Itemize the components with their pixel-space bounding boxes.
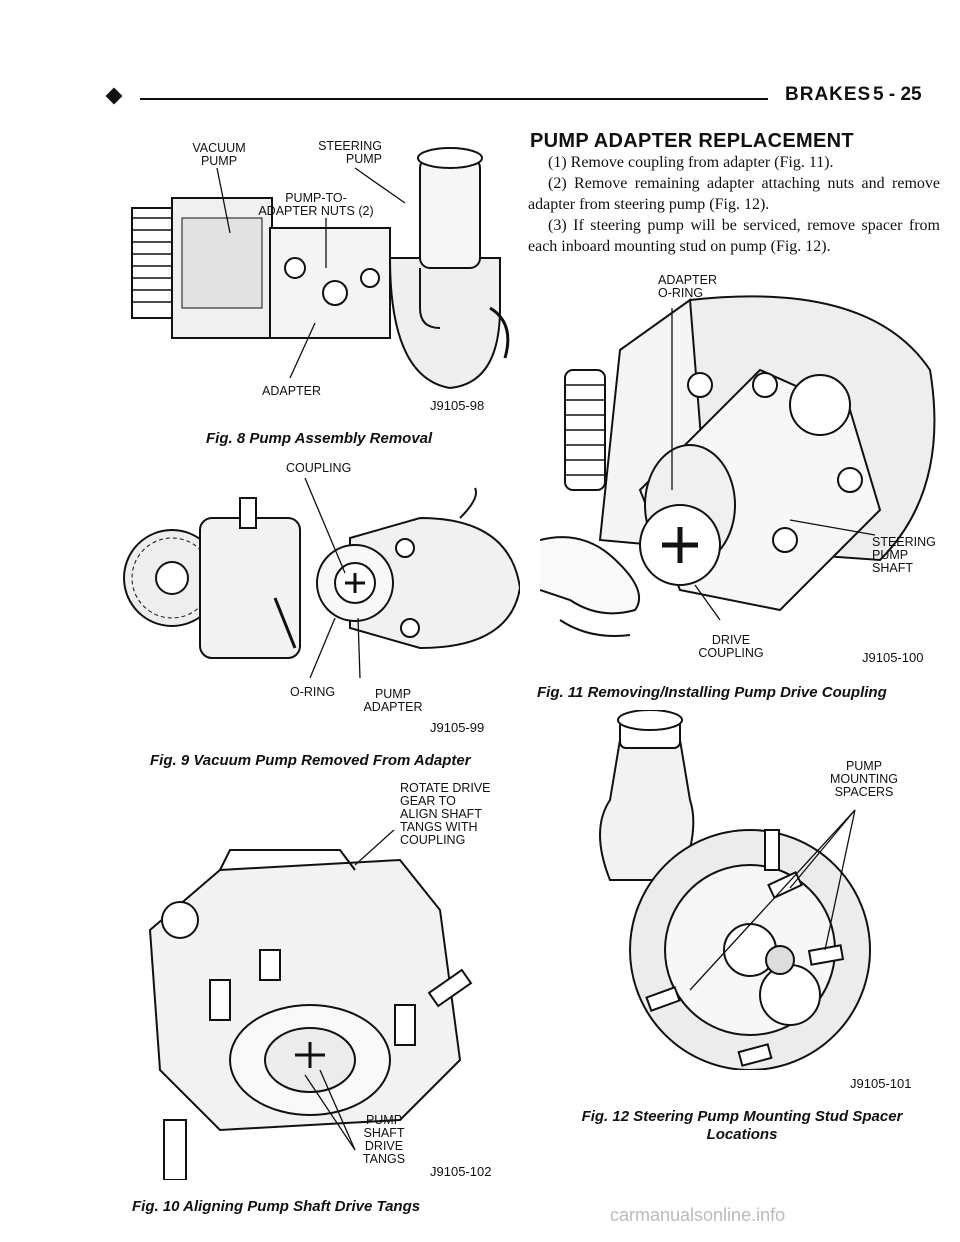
fig8-caption: Fig. 8 Pump Assembly Removal: [206, 430, 433, 447]
fig11-callout-drive-coupling: DRIVE COUPLING: [698, 633, 764, 660]
fig8-callout-steering-pump: STEERING PUMP: [318, 139, 382, 166]
step-1: (1) Remove coupling from adapter (Fig. 1…: [548, 154, 834, 171]
step-3: (3) If steering pump will be serviced, r…: [528, 217, 940, 255]
fig9-callout-o-ring: O-RING: [290, 685, 336, 699]
fig8-callout-pump-to-adapter-nuts: PUMP-TO-ADAPTER NUTS (2): [258, 191, 374, 218]
header-page-number: 5 - 25: [873, 84, 922, 105]
fig10-caption: Fig. 10 Aligning Pump Shaft Drive Tangs: [132, 1198, 421, 1215]
header-section-title: BRAKES: [785, 84, 872, 105]
fig9-code: J9105-99: [430, 720, 485, 735]
fig12-caption: Fig. 12 Steering Pump Mounting Stud Spac…: [581, 1108, 903, 1143]
fig10-callout-rotate-drive-gear: ROTATE DRIVE GEAR TO ALIGN SHAFT TANGS W…: [400, 781, 491, 847]
fig11-code: J9105-100: [862, 650, 924, 665]
fig10-illustration: [148, 830, 473, 1180]
fig10-callout-pump-shaft-drive-tangs: PUMP SHAFT DRIVE TANGS: [362, 1113, 406, 1166]
fig12-callout-pump-mounting-spacers: PUMP MOUNTING SPACERS: [829, 759, 899, 799]
fig11-callout-adapter-o-ring: ADAPTER O-RING: [658, 273, 718, 300]
fig8-callout-adapter: ADAPTER: [262, 384, 322, 398]
fig9-callout-pump-adapter: PUMP ADAPTER: [363, 687, 423, 714]
fig8-callout-vacuum-pump: VACUUM PUMP: [192, 141, 246, 168]
fig10-code: J9105-102: [430, 1164, 492, 1179]
fig8-code: J9105-98: [430, 398, 485, 413]
fig9-callout-coupling: COUPLING: [286, 461, 352, 475]
header-rule: [140, 98, 768, 100]
fig11-illustration: [540, 295, 936, 637]
fig9-caption: Fig. 9 Vacuum Pump Removed From Adapter: [150, 752, 471, 769]
header-diamond-icon: [105, 87, 123, 105]
fig11-callout-steering-pump-shaft: STEERING PUMP SHAFT: [872, 535, 936, 575]
section-title: PUMP ADAPTER REPLACEMENT: [530, 130, 854, 152]
fig12-code: J9105-101: [850, 1076, 912, 1091]
fig11-caption: Fig. 11 Removing/Installing Pump Drive C…: [537, 684, 887, 701]
fig12-illustration: [599, 710, 871, 1070]
fig9-illustration: [123, 478, 520, 678]
watermark-text: carmanualsonline.info: [610, 1205, 786, 1225]
step-2: (2) Remove remaining adapter attaching n…: [528, 175, 940, 213]
fig8-illustration: [131, 147, 510, 390]
